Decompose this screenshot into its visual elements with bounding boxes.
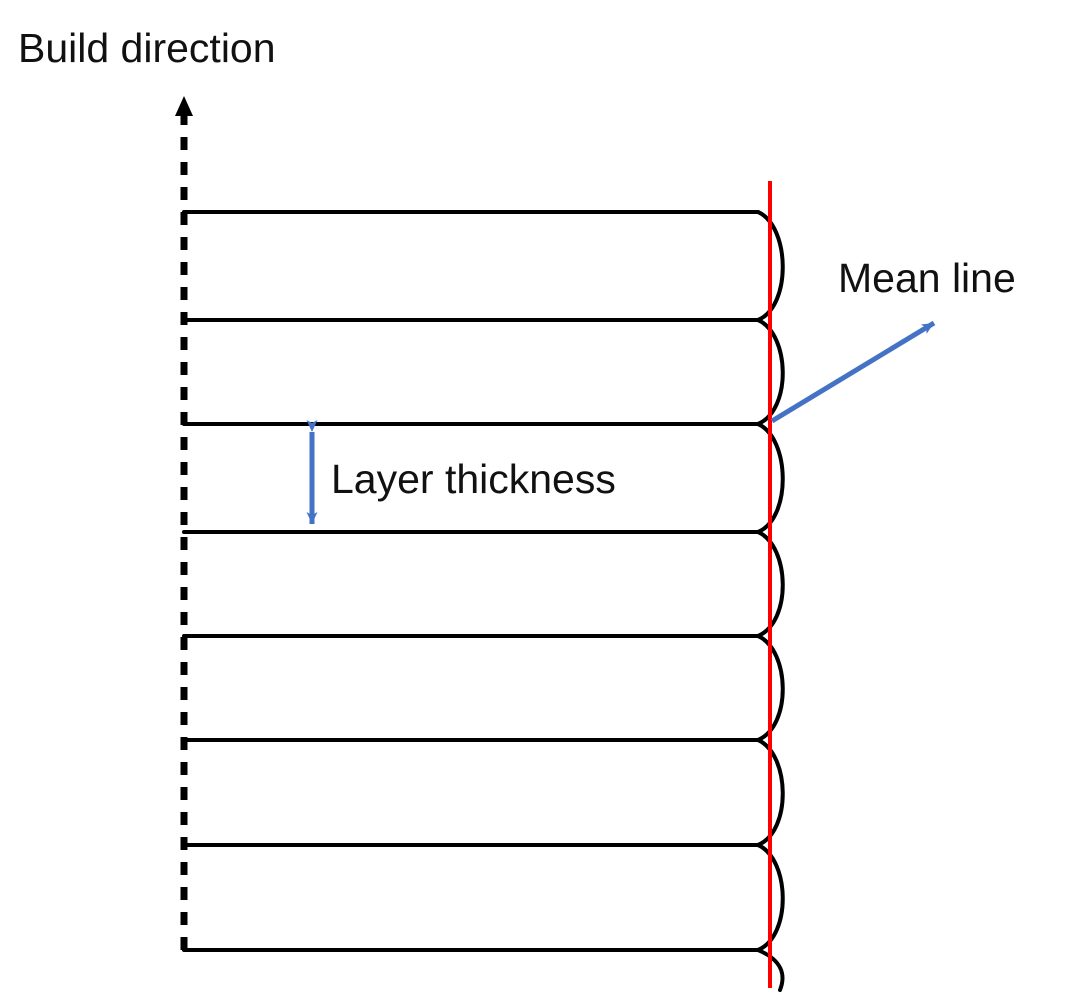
build-direction-axis (175, 96, 193, 950)
build-direction-arrowhead (175, 96, 193, 116)
layer-bulge-arc-tail (756, 948, 785, 992)
mean-line-callout-arrow (770, 320, 936, 424)
layer-stack (182, 210, 785, 992)
layer-thickness-label: Layer thickness (331, 456, 616, 502)
build-direction-label: Build direction (18, 25, 276, 71)
mean-line-label: Mean line (838, 255, 1016, 301)
